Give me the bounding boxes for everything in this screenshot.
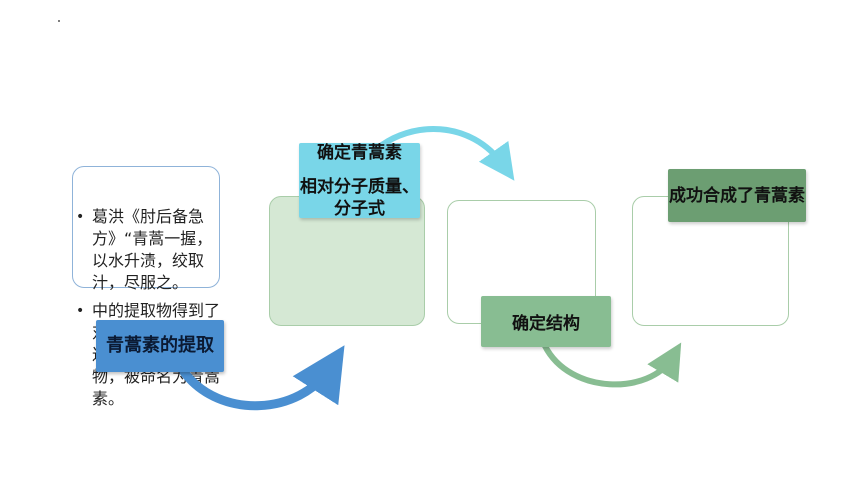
label-mass-line2: 相对分子质量、分子式 [300, 176, 419, 219]
label-mass-formula: 确定青蒿素 相对分子质量、分子式 [299, 142, 420, 219]
corner-dot [58, 20, 60, 22]
label-structure: 确定结构 [481, 296, 611, 347]
arrow-green [542, 342, 682, 388]
arrow-blue [179, 345, 345, 411]
arrow-cyan [375, 126, 515, 181]
label-mass-line1: 确定青蒿素 [317, 142, 402, 163]
label-synthesis: 成功合成了青蒿素 [668, 169, 806, 222]
bullet-item: 葛洪《肘后备急方》“青蒿一握，以水升渍，绞取汁，尽服之。 [74, 206, 220, 294]
label-extract: 青蒿素的提取 [96, 320, 224, 372]
